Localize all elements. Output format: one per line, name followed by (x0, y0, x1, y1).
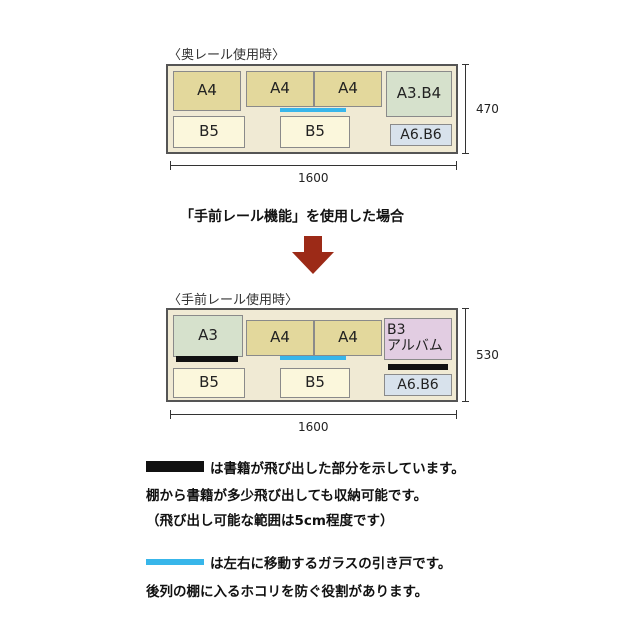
bottom-protrusion-left (176, 356, 238, 362)
bottom-width-tick-right (456, 410, 457, 419)
bottom-box-a6b6: A6.B6 (384, 374, 452, 396)
top-box-a4-mid2: A4 (314, 71, 382, 107)
bottom-box-a3: A3 (173, 315, 243, 357)
top-box-b5-mid: B5 (280, 116, 350, 148)
bottom-box-b3-album: B3 アルバム (384, 318, 452, 360)
bottom-depth-tick-bottom (462, 401, 469, 402)
bottom-box-b3-label: B3 (387, 322, 406, 338)
bottom-caption: 〈手前レール使用時〉 (168, 293, 299, 308)
bottom-box-b5-left: B5 (173, 368, 245, 398)
bottom-depth-line (465, 308, 466, 401)
legend-glass-door-swatch (146, 559, 204, 565)
top-glass-door (280, 108, 346, 112)
top-depth-line (465, 64, 466, 153)
top-box-a4-mid1: A4 (246, 71, 314, 107)
top-width-tick-right (456, 161, 457, 170)
top-depth-tick-bottom (462, 153, 469, 154)
top-box-a6b6: A6.B6 (390, 124, 452, 146)
top-box-a4-left: A4 (173, 71, 241, 111)
note-cyan-line1: は左右に移動するガラスの引き戸です。 (210, 556, 452, 572)
bottom-width-label: 1600 (298, 420, 329, 434)
bottom-box-album-label: アルバム (387, 338, 443, 355)
bottom-box-b5-mid: B5 (280, 368, 350, 398)
top-width-line (170, 165, 457, 166)
top-box-b5-left: B5 (173, 116, 245, 148)
top-width-label: 1600 (298, 171, 329, 185)
bottom-protrusion-right (388, 364, 448, 370)
legend-protrusion-swatch (146, 461, 204, 472)
bottom-width-line (170, 414, 457, 415)
top-caption: 〈奥レール使用時〉 (168, 48, 286, 63)
bottom-depth-label: 530 (476, 348, 499, 362)
note-black-line2: 棚から書籍が多少飛び出しても収納可能です。 (146, 488, 428, 504)
bottom-glass-door (280, 356, 346, 360)
note-black-line3: （飛び出し可能な範囲は5cm程度です） (146, 513, 394, 529)
down-arrow-icon (292, 236, 334, 274)
rail-function-heading: 「手前レール機能」を使用した場合 (180, 209, 404, 225)
bottom-cabinet: A3 A4 A4 B3 アルバム B5 B5 A6.B6 (166, 308, 458, 402)
note-cyan-line2: 後列の棚に入るホコリを防ぐ役割があります。 (146, 584, 429, 600)
bottom-box-a4-mid1: A4 (246, 320, 314, 356)
top-box-a3b4: A3.B4 (386, 71, 452, 117)
top-cabinet: A4 A4 A4 A3.B4 B5 B5 A6.B6 (166, 64, 458, 154)
top-depth-label: 470 (476, 102, 499, 116)
note-black-line1: は書籍が飛び出した部分を示しています。 (210, 461, 465, 477)
bottom-box-a4-mid2: A4 (314, 320, 382, 356)
